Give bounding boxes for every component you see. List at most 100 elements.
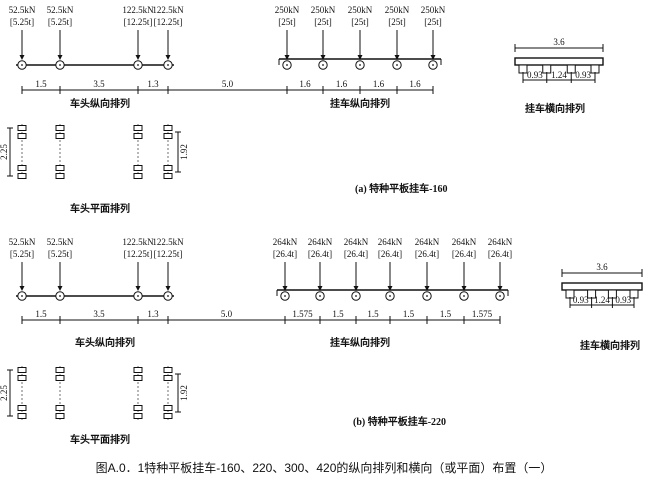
- plan-wheel: [163, 125, 173, 131]
- load-arrow-head: [135, 286, 141, 291]
- load-arrow-head: [19, 286, 25, 291]
- plan-wheel: [163, 133, 173, 139]
- dimension-value: 1.6: [373, 79, 385, 89]
- plan-wheel: [163, 165, 173, 171]
- wheel-hub: [463, 295, 465, 297]
- load-arrow-head: [430, 55, 436, 60]
- load-ton-label: [25t]: [424, 17, 442, 27]
- plan-wheel: [17, 165, 27, 171]
- load-arrow-head: [284, 55, 290, 60]
- load-ton-label: [12.25t]: [124, 249, 153, 259]
- load-ton-label: [25t]: [278, 17, 296, 27]
- load-value-label: 264kN: [344, 237, 369, 247]
- plan-wheel: [163, 173, 173, 179]
- plan-wheel: [55, 173, 65, 179]
- transverse-spacing-value: 0.93: [615, 295, 631, 305]
- dimension-value: 1.575: [292, 309, 313, 319]
- load-arrow-head: [320, 55, 326, 60]
- wheel-hub: [359, 64, 361, 66]
- plan-wheel: [17, 133, 27, 139]
- wheel-hub: [426, 295, 428, 297]
- load-arrow-head: [357, 55, 363, 60]
- trailer-transverse-label: 挂车横向排列: [580, 339, 640, 352]
- wheel-hub: [59, 64, 61, 66]
- trailer-deck-section: [561, 282, 643, 291]
- load-ton-label: [12.25t]: [124, 17, 153, 27]
- dimension-value: 3.5: [93, 79, 105, 89]
- plan-dimension-value: 2.25: [0, 385, 9, 401]
- dimension-value: 3.5: [93, 309, 105, 319]
- plan-wheel: [17, 405, 27, 411]
- panel-a-trailer-160: 52.5kN[5.25t]52.5kN[5.25t]122.5kN[12.25t…: [0, 5, 604, 215]
- plan-wheel: [55, 367, 65, 373]
- load-ton-label: [26.4t]: [415, 249, 439, 259]
- load-ton-label: [25t]: [314, 17, 332, 27]
- wheel-hub: [286, 64, 288, 66]
- plan-wheel: [133, 133, 143, 139]
- load-arrow-head: [387, 286, 393, 291]
- plan-wheel: [133, 173, 143, 179]
- wheel-hub: [137, 64, 139, 66]
- transverse-spacing-value: 1.24: [594, 295, 610, 305]
- load-ton-label: [12.25t]: [154, 249, 183, 259]
- panel-title: (a) 特种平板挂车-160: [355, 182, 448, 195]
- load-ton-label: [5.25t]: [10, 249, 34, 259]
- load-arrow-head: [282, 286, 288, 291]
- load-value-label: 250kN: [348, 5, 373, 15]
- dimension-value: 1.6: [299, 79, 311, 89]
- load-ton-label: [5.25t]: [10, 17, 34, 27]
- load-value-label: 250kN: [421, 5, 446, 15]
- wheel-hub: [21, 64, 23, 66]
- load-ton-label: [26.4t]: [344, 249, 368, 259]
- load-arrow-head: [317, 286, 323, 291]
- load-value-label: 122.5kN: [152, 5, 184, 15]
- load-arrow-head: [57, 55, 63, 60]
- plan-wheel: [55, 405, 65, 411]
- plan-wheel: [17, 375, 27, 381]
- dimension-value: 1.5: [403, 309, 415, 319]
- load-ton-label: [26.4t]: [378, 249, 402, 259]
- plan-wheel: [163, 413, 173, 419]
- plan-wheel: [133, 413, 143, 419]
- transverse-wheel: [629, 289, 639, 299]
- plan-dimension-value: 1.92: [179, 144, 189, 160]
- transverse-width-value: 3.6: [553, 37, 565, 47]
- load-value-label: 122.5kN: [122, 237, 154, 247]
- tractor-longitudinal-label: 车头纵向排列: [70, 97, 130, 110]
- plan-wheel: [17, 173, 27, 179]
- plan-wheel: [17, 367, 27, 373]
- transverse-wheel: [518, 64, 528, 74]
- trailer-deck-section: [514, 57, 604, 66]
- load-arrow-head: [394, 55, 400, 60]
- panel-b-trailer-220: 52.5kN[5.25t]52.5kN[5.25t]122.5kN[12.25t…: [0, 237, 643, 446]
- plan-dimension-value: 2.25: [0, 144, 9, 160]
- wheel-hub: [319, 295, 321, 297]
- plan-wheel: [133, 375, 143, 381]
- plan-wheel: [163, 367, 173, 373]
- plan-wheel: [133, 165, 143, 171]
- transverse-wheel: [542, 64, 552, 74]
- load-value-label: 250kN: [275, 5, 300, 15]
- dimension-value: 5.0: [222, 79, 234, 89]
- load-ton-label: [12.25t]: [154, 17, 183, 27]
- wheel-hub: [284, 295, 286, 297]
- load-arrow-head: [353, 286, 359, 291]
- trailer-longitudinal-label: 挂车纵向排列: [330, 97, 390, 110]
- load-value-label: 122.5kN: [152, 237, 184, 247]
- load-ton-label: [26.4t]: [273, 249, 297, 259]
- wheel-hub: [499, 295, 501, 297]
- load-arrow-head: [165, 286, 171, 291]
- load-value-label: 264kN: [415, 237, 440, 247]
- load-ton-label: [26.4t]: [308, 249, 332, 259]
- load-value-label: 122.5kN: [122, 5, 154, 15]
- load-value-label: 52.5kN: [47, 237, 74, 247]
- load-arrow-head: [424, 286, 430, 291]
- plan-wheel: [133, 367, 143, 373]
- wheel-hub: [396, 64, 398, 66]
- dimension-value: 1.5: [35, 309, 47, 319]
- load-ton-label: [25t]: [351, 17, 369, 27]
- tractor-longitudinal-label: 车头纵向排列: [75, 336, 135, 349]
- transverse-spacing-value: 0.93: [573, 295, 589, 305]
- dimension-value: 5.0: [221, 309, 233, 319]
